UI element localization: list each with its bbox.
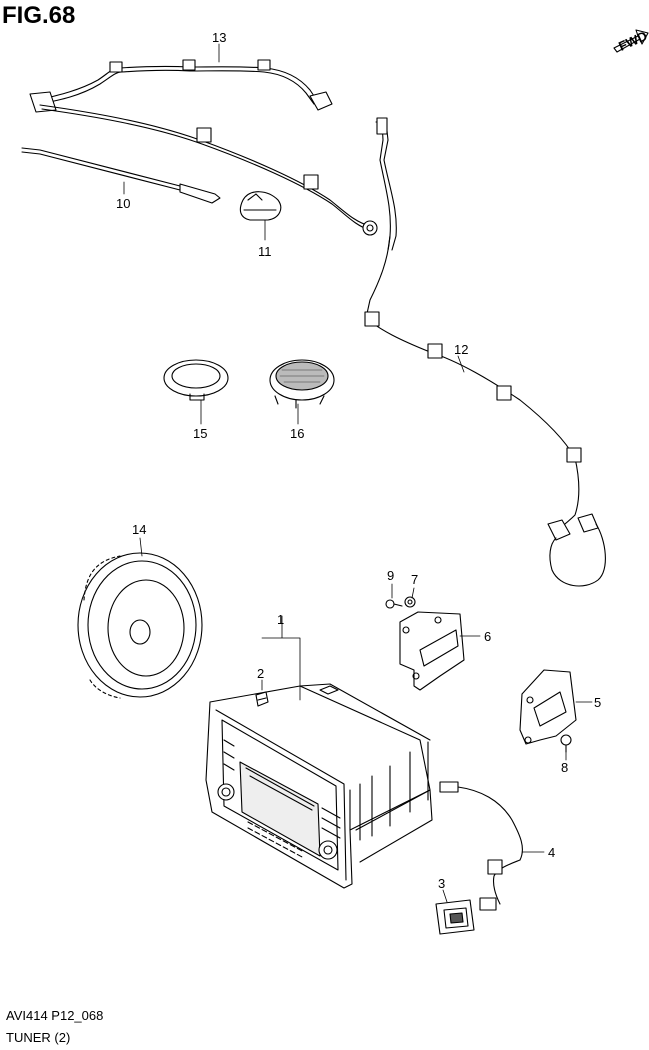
callout-5: 5 [594, 695, 601, 710]
figure-title: FIG.68 [2, 2, 76, 29]
callout-2: 2 [257, 666, 264, 681]
head-unit-1 [205, 683, 433, 889]
figure-code: AVI414 P12_068 [6, 1008, 104, 1023]
speaker-14 [77, 552, 203, 699]
screw-9 [385, 599, 403, 609]
cable-4 [439, 781, 523, 911]
callout-14: 14 [132, 522, 146, 537]
grille-16 [269, 359, 335, 409]
jack-3 [435, 899, 475, 935]
screw-8 [560, 734, 572, 753]
callout-12: 12 [454, 342, 468, 357]
callout-15: 15 [193, 426, 207, 441]
fwd-label: FWD [616, 28, 649, 54]
callout-7: 7 [411, 572, 418, 587]
harness-12 [364, 117, 606, 587]
bracket-6 [399, 611, 465, 691]
callout-13: 13 [212, 30, 226, 45]
harness-13 [29, 59, 378, 236]
figure-name: TUNER (2) [6, 1030, 71, 1045]
leader-lines [123, 43, 593, 903]
callout-11: 11 [258, 244, 272, 259]
callout-8: 8 [561, 760, 568, 775]
clip-2 [255, 691, 269, 707]
antenna-rod-10 [21, 147, 221, 204]
bracket-5 [519, 669, 577, 745]
nut-7 [404, 596, 416, 608]
cover-15 [163, 359, 229, 401]
callout-1: 1 [277, 612, 284, 627]
callout-6: 6 [484, 629, 491, 644]
callout-3: 3 [438, 876, 445, 891]
fwd-arrow-icon: FWD [613, 28, 649, 54]
callout-16: 16 [290, 426, 304, 441]
antenna-base-11 [239, 191, 282, 221]
callout-10: 10 [116, 196, 130, 211]
callout-9: 9 [387, 568, 394, 583]
callout-4: 4 [548, 845, 555, 860]
